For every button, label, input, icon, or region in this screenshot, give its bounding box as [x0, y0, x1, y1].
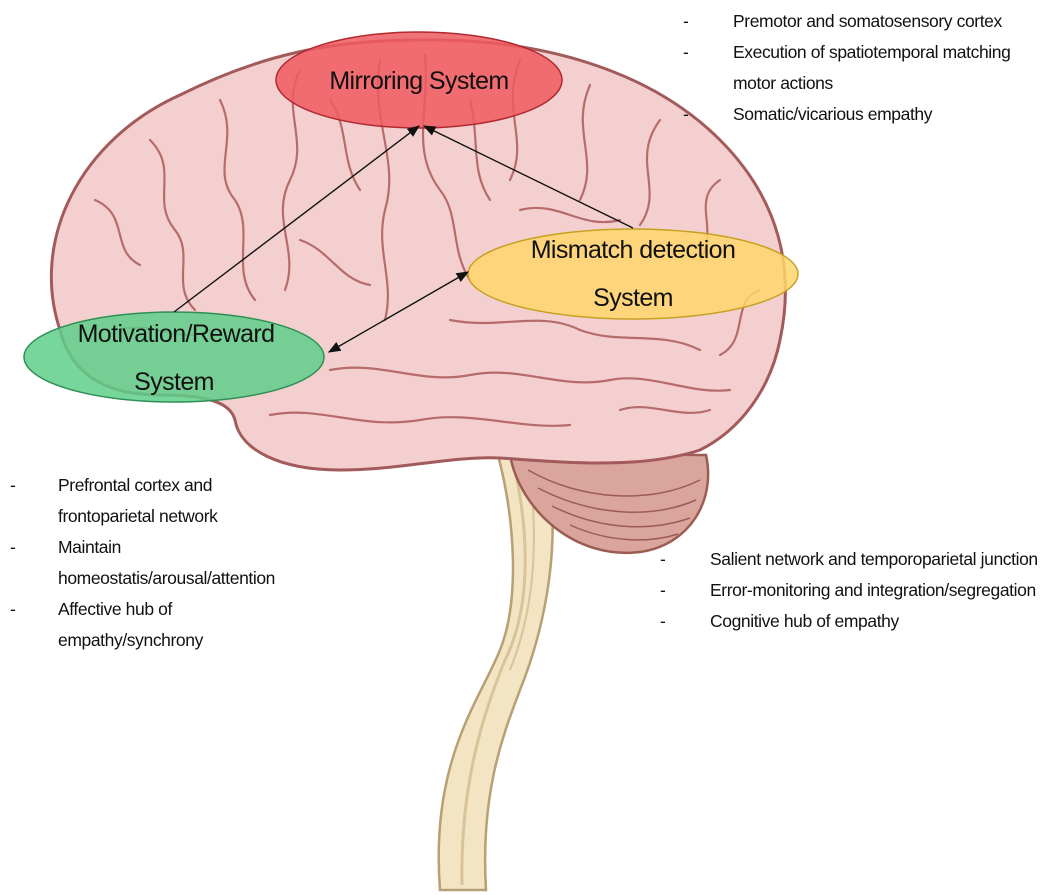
mismatch-system-label-line2: System: [593, 284, 673, 312]
motivation-note-1: Prefrontal cortex and frontoparietal net…: [58, 470, 308, 532]
brainstem: [439, 455, 553, 890]
mirroring-note-2: Execution of spatiotemporal matching mot…: [733, 37, 1053, 99]
mirroring-note-3: Somatic/vicarious empathy: [733, 99, 1053, 130]
mismatch-notes: Salient network and temporoparietal junc…: [710, 544, 1055, 637]
mirroring-note-1: Premotor and somatosensory cortex: [733, 6, 1053, 37]
mismatch-notes-list: Salient network and temporoparietal junc…: [710, 544, 1055, 637]
motivation-system-label-line1: Motivation/Reward: [78, 320, 275, 348]
motivation-note-3: Affective hub of empathy/synchrony: [58, 594, 308, 656]
motivation-system-label-line2: System: [134, 368, 214, 396]
mirroring-notes: Premotor and somatosensory cortex Execut…: [733, 6, 1053, 130]
mismatch-note-3: Cognitive hub of empathy: [710, 606, 1055, 637]
motivation-notes: Prefrontal cortex and frontoparietal net…: [58, 470, 308, 656]
mismatch-note-2: Error-monitoring and integration/segrega…: [710, 575, 1055, 606]
mirroring-system-label: Mirroring System: [329, 67, 508, 95]
motivation-notes-list: Prefrontal cortex and frontoparietal net…: [58, 470, 308, 656]
mirroring-notes-list: Premotor and somatosensory cortex Execut…: [733, 6, 1053, 130]
motivation-note-2: Maintain homeostatis/arousal/attention: [58, 532, 308, 594]
mismatch-system-label-line1: Mismatch detection: [531, 236, 736, 264]
mismatch-note-1: Salient network and temporoparietal junc…: [710, 544, 1055, 575]
